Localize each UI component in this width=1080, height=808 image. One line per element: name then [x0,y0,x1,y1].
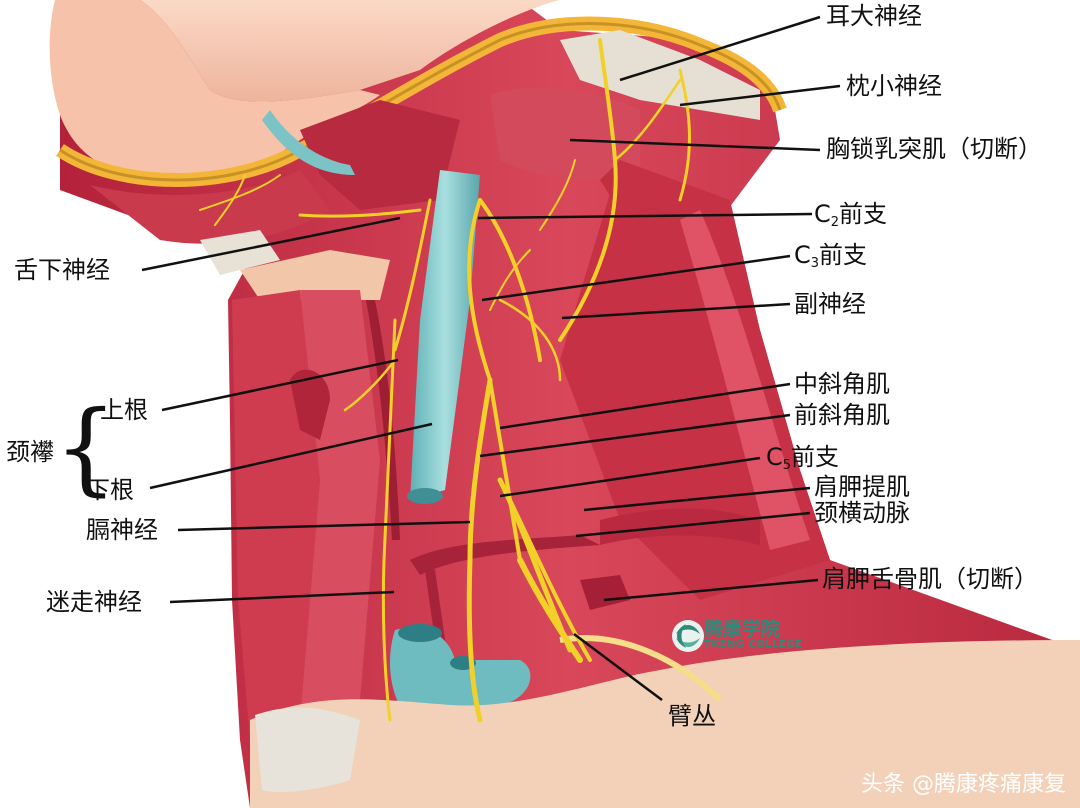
nerves [199,38,691,723]
label-ansa-cervicalis: 颈襻 [6,438,54,466]
watermark: 腾康学院 TKENG COLLEGE [668,612,838,664]
source-credit: 头条 @腾康疼痛康复 [861,772,1066,797]
label-accessory-nerve: 副神经 [794,290,866,318]
face-skin [49,0,787,187]
leader-c2 [477,212,813,220]
leader-lines [141,15,841,701]
label-middle-scalene: 中斜角肌 [794,370,890,398]
leader-accessory [561,302,791,320]
leader-inferior-root [149,422,433,490]
ansa-brace: { [54,389,118,506]
internal-jugular-vein [262,110,480,504]
label-hypoglossal-nerve: 舌下神经 [14,256,110,284]
strap-muscles [232,290,380,740]
leader-vagus [169,590,395,604]
label-scm-cut: 胸锁乳突肌（切断） [826,135,1042,163]
label-levator-scapulae: 肩胛提肌 [814,473,910,501]
label-transverse-cervical-artery: 颈横动脉 [814,499,910,527]
label-omohyoid-cut: 肩胛舌骨肌（切断） [822,565,1038,593]
label-inferior-root: 下根 [86,476,134,504]
label-c5-anterior-ramus: C5前支 [766,445,839,472]
brachiocephalic-veins [390,624,531,720]
leader-hypoglossal [141,216,401,272]
leader-lesser-occipital [679,84,841,107]
c5-suffix: 前支 [791,443,840,471]
label-anterior-scalene: 前斜角肌 [794,401,890,429]
leader-phrenic [177,520,471,532]
clavicle-skin [250,635,1080,808]
label-great-auricular-nerve: 耳大神经 [826,2,922,30]
c3-prefix: C [794,241,811,269]
label-c3-anterior-ramus: C3前支 [794,243,867,270]
label-c2-anterior-ramus: C2前支 [814,202,887,229]
c2-sub: 2 [830,215,840,230]
leader-superior-root [161,358,399,412]
leader-middle-scalene [499,382,791,430]
leader-transverse-cervical [575,511,811,538]
leader-levator-scapulae [583,486,811,512]
c3-suffix: 前支 [819,241,868,269]
label-lesser-occipital-nerve: 枕小神经 [846,72,942,100]
leader-scm-cut [569,138,821,152]
c5-sub: 5 [782,458,792,473]
leader-c3 [481,254,791,302]
c5-prefix: C [766,443,783,471]
label-vagus-nerve: 迷走神经 [46,588,142,616]
watermark-name-cn: 腾康学院 [704,618,781,640]
posterior-muscle-mass [560,160,830,600]
leader-c5 [499,456,761,498]
watermark-name-en: TKENG COLLEGE [704,639,803,650]
label-brachial-plexus: 臂丛 [668,702,716,730]
leader-great-auricular [619,15,821,82]
c2-suffix: 前支 [839,200,888,228]
c2-prefix: C [814,200,831,228]
omohyoid-cut [580,508,760,610]
leader-brachial-plexus [573,633,663,701]
leader-anterior-scalene [479,413,791,458]
leader-omohyoid [603,578,819,602]
label-superior-root: 上根 [100,396,148,424]
label-phrenic-nerve: 膈神经 [86,516,158,544]
watermark-logo-icon [672,620,704,652]
c3-sub: 3 [810,256,820,271]
